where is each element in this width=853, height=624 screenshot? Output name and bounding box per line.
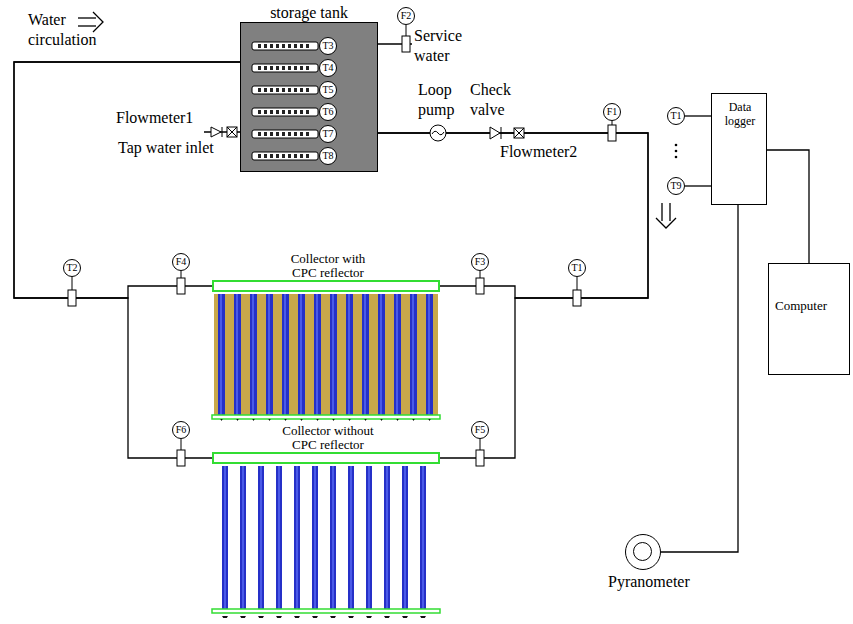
part-label: Check valve (470, 80, 520, 120)
water-pipe (14, 62, 240, 298)
sensor-circle: T3 (319, 37, 337, 55)
sensor-circle: T2 (63, 259, 81, 277)
collector-title: Collector without CPC reflector (278, 424, 378, 452)
sensor-circle: T1 (667, 107, 685, 125)
sensor-circle: T6 (319, 103, 337, 121)
storage-tank: storage tankT3T4T5T6T7T8 (240, 22, 378, 172)
plain-bottom-bar (212, 609, 440, 613)
sensor-circle: F1 (603, 103, 621, 121)
sensor-id: T7 (322, 129, 333, 139)
water-pipe (378, 133, 648, 298)
tank-probes (252, 42, 318, 160)
water-pipe (14, 62, 240, 458)
part-label: Flowmeter1 (116, 108, 193, 128)
device-box: Data logger (711, 93, 767, 205)
sensor-circle: F2 (397, 7, 415, 25)
sensor-id: T2 (66, 263, 77, 273)
inlet-valves (211, 127, 237, 137)
sensor-id: T8 (322, 151, 333, 161)
sensor-circle: T4 (319, 59, 337, 77)
flow-arrow (656, 203, 676, 228)
loop-symbols (430, 125, 524, 141)
sensor-id: T6 (322, 107, 333, 117)
sensor-id: F2 (401, 11, 412, 21)
cpc-bottom-bar (212, 415, 440, 419)
plain-tube-array (214, 466, 438, 610)
device-name: Computer (775, 298, 845, 314)
tank-title: storage tank (221, 4, 397, 22)
collector-title: Collector with CPC reflector (278, 252, 378, 280)
sensor-circle: T1 (568, 259, 586, 277)
tank-body (240, 22, 378, 172)
part-label: Tap water inlet (118, 138, 214, 158)
sensor-id: T5 (322, 85, 333, 95)
collector-manifold: Collector with CPC reflector (212, 280, 440, 292)
sensor-id: F4 (176, 257, 187, 267)
pyranometer-dome (633, 542, 652, 561)
signal-wire (661, 205, 738, 552)
sensor-id: F1 (607, 107, 618, 117)
sensor-id: F6 (176, 425, 187, 435)
sensor-circle: F5 (471, 421, 489, 439)
plain-tube-ends (216, 613, 438, 618)
sensor-circle: T8 (319, 147, 337, 165)
part-label: Loop pump (418, 80, 464, 120)
sensor-id: F5 (475, 425, 486, 435)
cpc-tube-array (214, 294, 438, 416)
device-name: Data logger (718, 100, 762, 128)
signal-wire (685, 185, 711, 186)
pyranometer: Pyranometer (625, 534, 661, 570)
collector-manifold: Collector without CPC reflector (212, 452, 440, 464)
sensor-id: F3 (475, 257, 486, 267)
sensor-stems (68, 25, 616, 466)
sensor-id: T3 (322, 41, 333, 51)
open-pipes (204, 44, 412, 132)
sensor-circle: F6 (172, 421, 190, 439)
sensor-id: T1 (670, 111, 681, 121)
sensor-id: T4 (322, 63, 333, 73)
sensor-circle: T5 (319, 81, 337, 99)
part-label: Service water (414, 26, 474, 66)
sensor-circle: F3 (471, 253, 489, 271)
part-label: Water circulation (28, 10, 108, 50)
sensor-circle: T9 (667, 177, 685, 195)
device-box: Computer (768, 263, 850, 375)
signal-wire (685, 115, 711, 116)
part-label: Flowmeter2 (500, 142, 577, 162)
sensor-circle: T7 (319, 125, 337, 143)
sensor-circle: F4 (172, 253, 190, 271)
pyranometer-label: Pyranometer (608, 573, 690, 591)
sensor-id: T9 (670, 181, 681, 191)
sensor-id: T1 (571, 263, 582, 273)
sensor-ellipsis (675, 144, 678, 159)
flow-arrow (78, 12, 103, 32)
signal-wire (767, 150, 809, 263)
